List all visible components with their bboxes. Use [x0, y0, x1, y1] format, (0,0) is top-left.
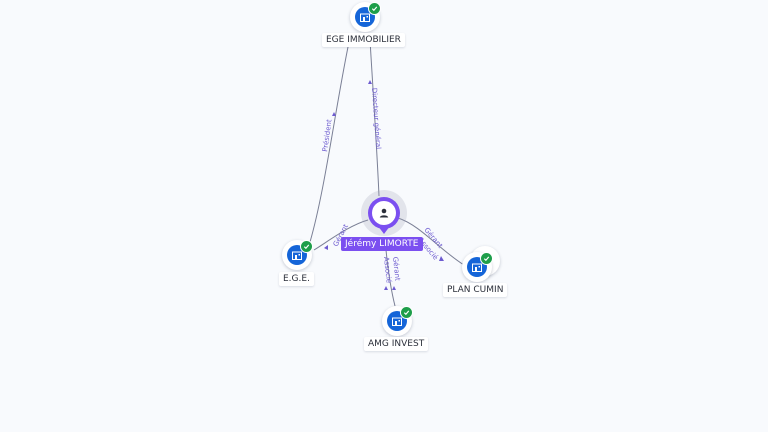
company-label-ege[interactable]: E.G.E.: [279, 272, 314, 286]
arrow-gerant-ege: [324, 245, 328, 250]
arrow-plan-cumin: [439, 256, 444, 261]
arrow-president: [332, 112, 336, 116]
verified-check-icon: [300, 240, 313, 253]
verified-check-icon: [400, 306, 413, 319]
person-pin-tip: [378, 226, 390, 234]
edge-label-gerant-amg: Gérant: [391, 256, 401, 281]
person-pin[interactable]: [368, 197, 400, 229]
edge-label-associe-amg: Associé: [382, 256, 393, 283]
edge-person-amg-invest: [385, 249, 396, 307]
user-icon: [379, 208, 389, 218]
edge-person-plan-cumin: [397, 217, 465, 266]
edge-person-ege: [313, 219, 369, 251]
company-icon-ege-immobilier[interactable]: [350, 2, 380, 32]
company-label-amg-invest[interactable]: AMG INVEST: [364, 337, 429, 351]
building-icon: [472, 263, 482, 272]
building-icon: [292, 251, 302, 260]
verified-check-icon: [480, 252, 493, 265]
edge-label-directeur: Directeur général: [370, 88, 382, 150]
arrow-directeur: [368, 80, 372, 84]
building-icon: [360, 13, 370, 22]
company-label-plan-cumin[interactable]: PLAN CUMIN: [443, 283, 508, 297]
verified-check-icon: [368, 2, 381, 15]
company-label-ege-immobilier[interactable]: EGE IMMOBILIER: [322, 33, 405, 47]
arrow-amg-2: [392, 286, 396, 290]
edge-person-ege-immobilier: [369, 39, 380, 197]
edge-ege-ege-immobilier: [309, 41, 350, 243]
building-icon: [392, 317, 402, 326]
person-label[interactable]: Jérémy LIMORTE: [341, 237, 423, 251]
arrow-amg-1: [384, 286, 388, 290]
